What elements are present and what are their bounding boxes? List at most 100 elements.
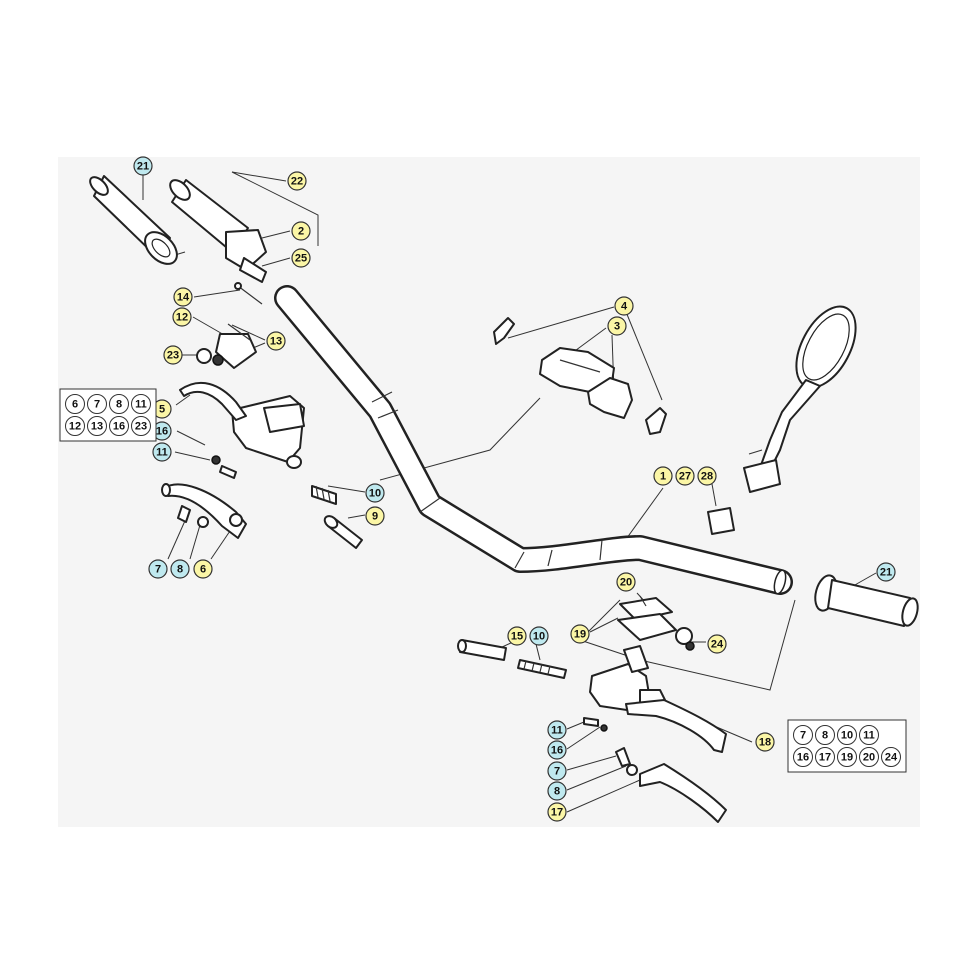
callout-number: 4 — [621, 301, 628, 313]
kit-item-circle — [837, 725, 857, 745]
kit-item-number: 10 — [841, 730, 853, 742]
callout-circle — [291, 221, 311, 241]
kit-item-number: 16 — [797, 752, 809, 764]
callout-circle — [616, 572, 636, 592]
callout-circle — [547, 781, 567, 801]
callout-number: 9 — [372, 511, 378, 523]
callout-circle — [707, 634, 727, 654]
callout-circle — [152, 442, 172, 462]
part-callout: 12 — [172, 307, 192, 327]
callout-circle — [193, 559, 213, 579]
kit-item-circle — [131, 394, 151, 414]
part-callout: 16 — [547, 740, 567, 760]
kit-item-circle — [793, 747, 813, 767]
kit-item-number: 13 — [91, 421, 103, 433]
right-brake-assembly — [457, 595, 727, 823]
callout-number: 24 — [711, 639, 724, 651]
kit-item-circle — [859, 747, 879, 767]
callout-number: 2 — [298, 226, 304, 238]
part-callout: 4 — [614, 296, 634, 316]
handlebar-clamps — [493, 317, 667, 435]
kit-item-circle — [881, 747, 901, 767]
kit-item-circle — [65, 416, 85, 436]
kit-item-number: 7 — [800, 730, 806, 742]
callout-circle — [547, 761, 567, 781]
callout-number: 11 — [551, 725, 563, 737]
left-lever-assembly — [161, 483, 247, 539]
callout-number: 10 — [533, 631, 545, 643]
part-callout: 28 — [697, 466, 717, 486]
kit-box: 6 7 8 11 12 13 16 23 — [59, 388, 157, 442]
callout-circle — [133, 156, 153, 176]
callout-number: 28 — [701, 471, 713, 483]
part-callout: 6 — [193, 559, 213, 579]
callout-circle — [287, 171, 307, 191]
callout-circle — [365, 483, 385, 503]
callout-circle — [675, 466, 695, 486]
callout-circle — [614, 296, 634, 316]
kit-item-number: 24 — [885, 752, 898, 764]
part-callout: 23 — [163, 345, 183, 365]
callout-circle — [507, 626, 527, 646]
left-grip-21 — [89, 175, 178, 265]
part-callout: 11 — [152, 442, 172, 462]
kit-item-circle — [131, 416, 151, 436]
callout-circle — [607, 316, 627, 336]
callout-circle — [148, 559, 168, 579]
callout-number: 19 — [574, 629, 586, 641]
callout-circle — [547, 720, 567, 740]
kit-item-circle — [109, 416, 129, 436]
kit-item-number: 17 — [819, 752, 831, 764]
part-callout: 1 — [653, 466, 673, 486]
part-callout: 19 — [570, 624, 590, 644]
part-callout: 16 — [152, 421, 172, 441]
callout-number: 8 — [177, 564, 183, 576]
kit-item-number: 12 — [69, 421, 81, 433]
kit-item-number: 8 — [116, 399, 122, 411]
throttle-grip-22 — [169, 179, 267, 283]
kit-item-circle — [793, 725, 813, 745]
callout-circle — [266, 331, 286, 351]
kit-item-number: 19 — [841, 752, 853, 764]
callout-circle — [876, 562, 896, 582]
kit-item-number: 11 — [863, 730, 875, 742]
callout-number: 27 — [679, 471, 691, 483]
callout-number: 13 — [270, 336, 282, 348]
callout-number: 25 — [295, 253, 307, 265]
callout-circle — [697, 466, 717, 486]
part-callout: 15 — [507, 626, 527, 646]
kit-item-circle — [859, 725, 879, 745]
kit-item-circle — [109, 394, 129, 414]
part-callout: 22 — [287, 171, 307, 191]
callout-number: 3 — [614, 321, 620, 333]
kit-item-number: 11 — [135, 399, 147, 411]
part-callout: 10 — [529, 626, 549, 646]
callout-number: 1 — [660, 471, 666, 483]
part-callout: 5 — [152, 399, 172, 419]
callout-number: 21 — [880, 567, 892, 579]
callout-number: 5 — [159, 404, 165, 416]
kit-item-number: 23 — [135, 421, 147, 433]
kit-item-number: 6 — [72, 399, 78, 411]
kit-item-number: 16 — [113, 421, 125, 433]
part-callout: 3 — [607, 316, 627, 336]
part-callout: 18 — [755, 732, 775, 752]
callout-circle — [570, 624, 590, 644]
callout-circle — [163, 345, 183, 365]
callout-number: 8 — [554, 786, 560, 798]
kit-item-number: 8 — [822, 730, 828, 742]
kit-item-circle — [65, 394, 85, 414]
handlebar — [274, 285, 793, 595]
mirror-assembly — [707, 305, 857, 535]
callout-number: 7 — [155, 564, 161, 576]
callout-number: 10 — [369, 488, 381, 500]
part-callout: 8 — [170, 559, 190, 579]
callout-number: 16 — [156, 426, 168, 438]
left-clutch-assembly — [179, 282, 363, 549]
kit-item-number: 7 — [94, 399, 100, 411]
callout-circle — [755, 732, 775, 752]
